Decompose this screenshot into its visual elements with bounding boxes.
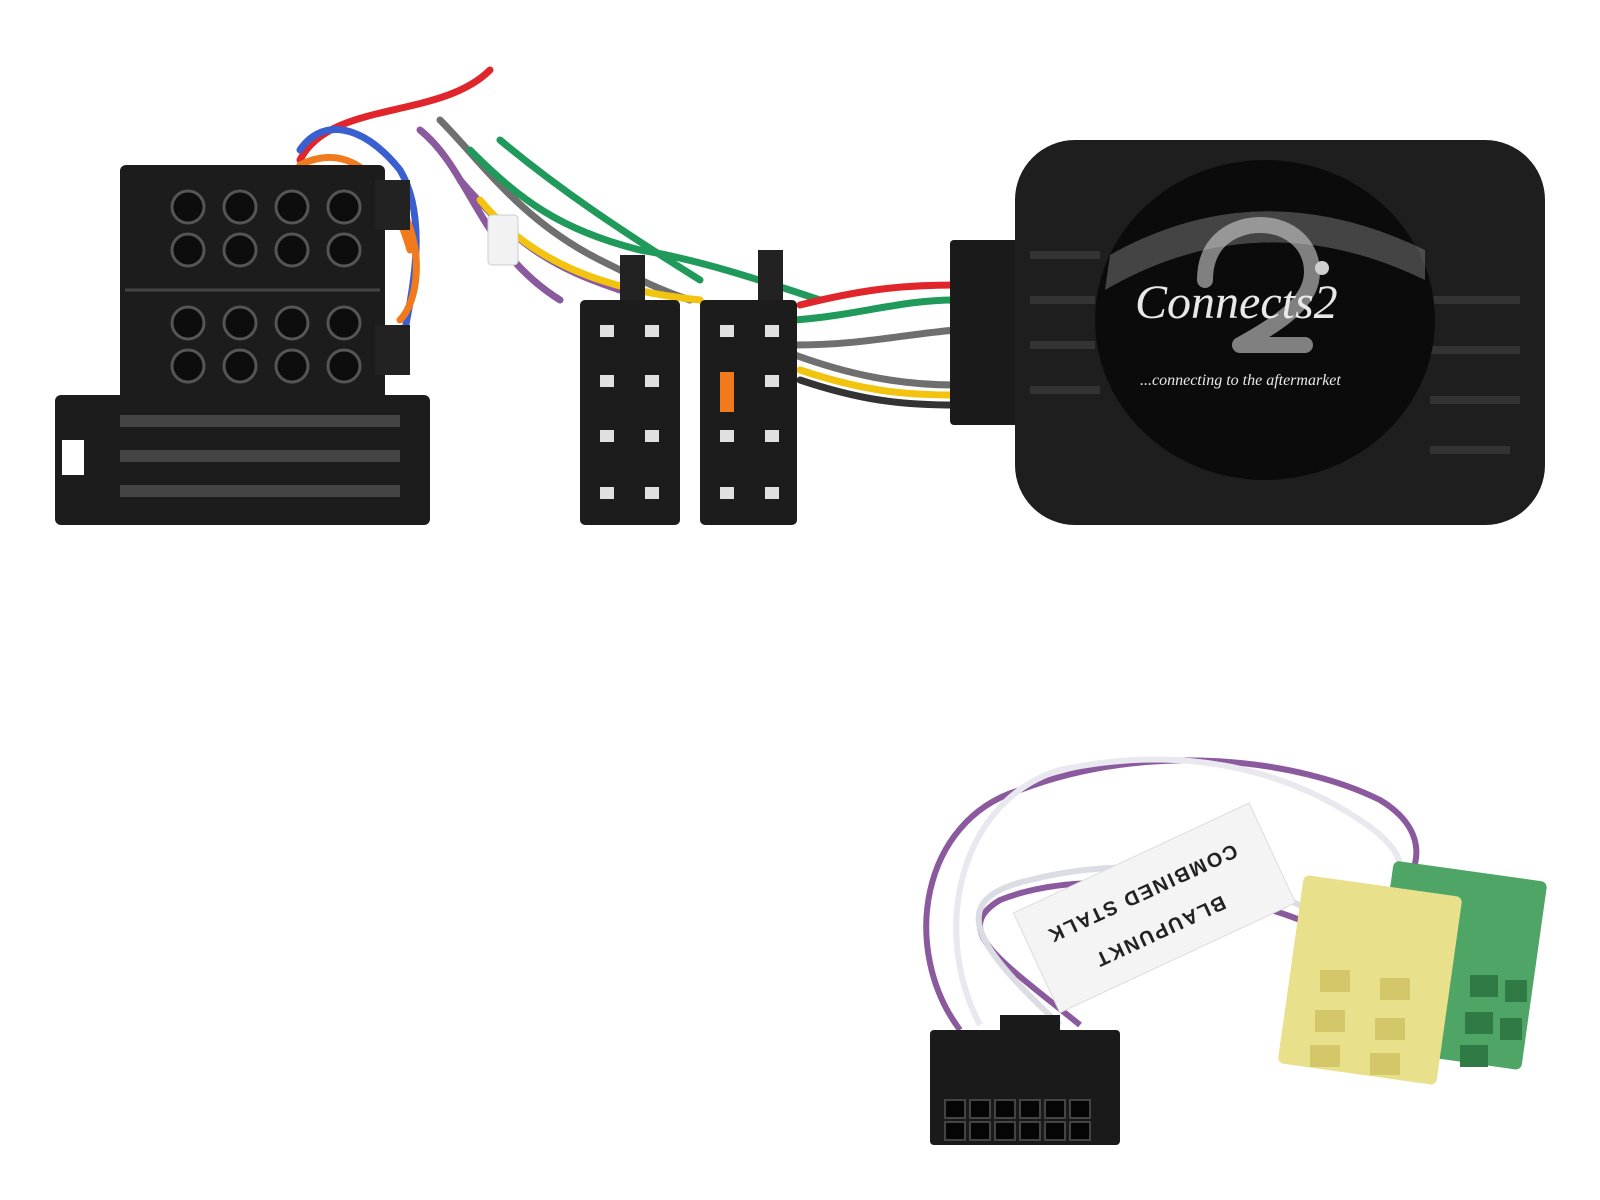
logo-numeral-shape: [1197, 217, 1320, 353]
mini-iso-connectors: [1278, 861, 1547, 1085]
tagline: ...connecting to the aftermarket: [1140, 372, 1341, 389]
logo-dot: [1315, 261, 1329, 275]
brand-logo: Connects2: [1135, 276, 1338, 329]
cable-tie: [487, 214, 519, 266]
cable-label: BLAUPUNKT COMBINED STALK: [1012, 802, 1297, 1014]
iso-connectors: [580, 250, 797, 525]
interface-module: Connects2 ...connecting to the aftermark…: [950, 140, 1545, 525]
quadlock-connector: [55, 165, 430, 525]
stalk-plug: [930, 1015, 1120, 1145]
wire-bundle: [296, 66, 959, 409]
